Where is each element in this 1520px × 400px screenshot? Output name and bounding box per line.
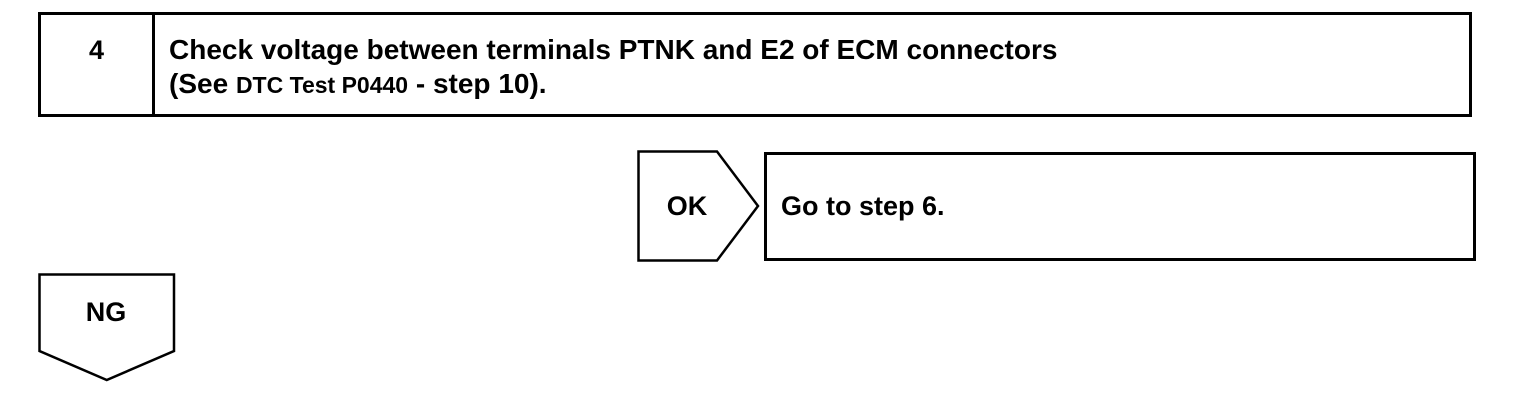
right-arrow-tag-shape: [637, 150, 760, 262]
ok-branch-tag: OK: [637, 150, 762, 262]
ng-branch-tag: NG: [38, 273, 176, 383]
dtc-reference: DTC Test P0440: [235, 72, 409, 98]
ok-label: OK: [666, 190, 708, 221]
step-title-line-2: (See DTC Test P0440 - step 10).: [169, 67, 1455, 102]
step-box: 4 Check voltage between terminals PTNK a…: [38, 12, 1472, 117]
ok-result-box: Go to step 6.: [764, 152, 1476, 261]
step-reference-suffix: - step 10).: [408, 68, 547, 99]
ok-tag-outline: [637, 150, 760, 262]
see-prefix: (See: [169, 68, 236, 99]
down-arrow-tag-shape: [38, 273, 176, 382]
ng-tag-outline: [38, 273, 176, 382]
step-instruction: Check voltage between terminals PTNK and…: [155, 15, 1469, 114]
ng-label: NG: [85, 297, 127, 327]
step-number: 4: [41, 15, 155, 114]
ok-result-text: Go to step 6.: [781, 191, 945, 221]
step-title-line-1: Check voltage between terminals PTNK and…: [169, 34, 1058, 65]
